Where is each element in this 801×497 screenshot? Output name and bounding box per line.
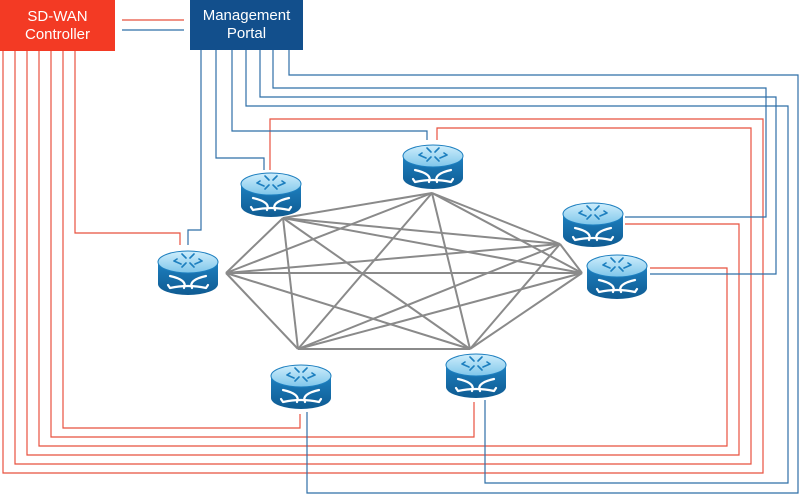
portal-router-link <box>215 50 265 170</box>
router-icon <box>240 172 302 217</box>
portal-router-link <box>259 50 777 275</box>
router-icon <box>562 202 624 247</box>
mesh-link <box>225 272 299 350</box>
controller-router-link <box>14 51 752 465</box>
mesh-link <box>225 192 433 274</box>
controller-router-link <box>74 51 181 245</box>
router-icon <box>402 144 464 189</box>
mesh-link <box>469 272 583 350</box>
mesh-link <box>431 192 583 274</box>
portal-router-link <box>272 50 767 218</box>
portal-router-link <box>245 50 789 484</box>
controller-router-link <box>62 51 301 429</box>
portal-router-link <box>231 50 428 140</box>
mesh-link <box>297 243 561 350</box>
mesh-link <box>282 217 471 350</box>
controller-router-link <box>38 51 728 447</box>
portal-router-link <box>288 50 799 494</box>
portal-router-link <box>187 50 202 245</box>
mesh-link <box>225 217 284 274</box>
mesh-link <box>225 243 561 274</box>
mesh-link <box>282 192 433 219</box>
sd-wan-controller-box: SD-WAN Controller <box>0 0 115 51</box>
controller-router-link <box>50 51 475 438</box>
management-portal-box: Management Portal <box>190 0 303 50</box>
mesh-link <box>282 217 561 245</box>
mesh-link <box>431 192 471 350</box>
router-icon <box>445 353 507 398</box>
mesh-link <box>225 272 471 350</box>
mesh-link <box>282 217 299 350</box>
mesh-link <box>469 243 561 350</box>
router-icon <box>586 254 648 299</box>
router-icon <box>157 250 219 295</box>
controller-router-link <box>26 51 740 456</box>
controller-router-link <box>2 51 764 474</box>
mesh-link <box>282 217 583 274</box>
router-icon <box>270 364 332 409</box>
management-portal-label: Management Portal <box>202 7 291 42</box>
mesh-link <box>559 243 583 274</box>
sd-wan-controller-label: SD-WAN Controller <box>24 7 91 43</box>
mesh-link <box>297 192 433 350</box>
mesh-link <box>297 272 583 350</box>
mesh-link <box>431 192 561 245</box>
